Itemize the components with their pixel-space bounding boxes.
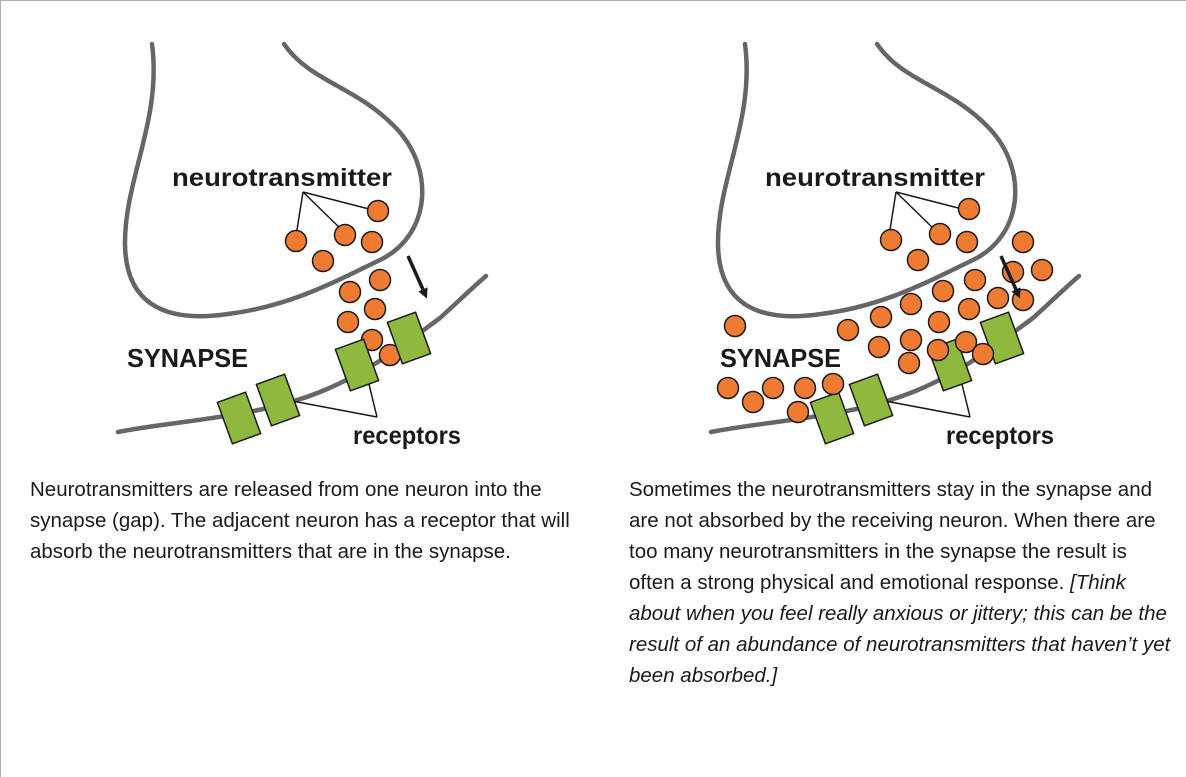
neurotransmitter-molecule [959,199,980,220]
neurotransmitter-molecule [795,378,816,399]
neurotransmitter-molecule [338,312,359,333]
neurotransmitter-molecule [930,224,951,245]
excess-synapse-panel: neurotransmitter SYNAPSE receptors Somet… [593,0,1186,777]
neurotransmitter-molecule [743,392,764,413]
receptors-label: receptors [353,422,461,450]
neurotransmitter-molecule [763,378,784,399]
receptor [256,374,299,426]
neurotransmitter-molecule [869,337,890,358]
neurotransmitter-molecule [1032,260,1053,281]
receptor [217,392,260,444]
neurotransmitter-molecule [933,281,954,302]
receptor [810,392,853,444]
neurotransmitter-molecule [957,232,978,253]
release-arrow [408,256,425,294]
neurotransmitter-molecule [928,340,949,361]
normal-synapse-panel: neurotransmitter SYNAPSE receptors Neuro… [0,0,593,777]
neurotransmitter-molecule [901,330,922,351]
neurotransmitter-molecule [286,231,307,252]
synapse-label: SYNAPSE [127,343,248,373]
neurotransmitter-molecule [313,251,334,272]
neurotransmitter-label: neurotransmitter [172,164,392,192]
neurotransmitter-molecule [370,270,391,291]
neurotransmitter-molecule [881,230,902,251]
neurotransmitter-molecule [823,374,844,395]
neurotransmitter-molecule [725,316,746,337]
neurotransmitter-molecule [368,201,389,222]
normal-synapse-diagram: neurotransmitter SYNAPSE receptors [0,0,593,470]
neurotransmitter-molecule [901,294,922,315]
neurotransmitter-molecule [973,344,994,365]
excess-synapse-caption: Sometimes the neurotransmitters stay in … [629,474,1174,691]
neurotransmitter-molecule [838,320,859,341]
neurotransmitter-molecule [362,232,383,253]
neurotransmitter-molecule [365,299,386,320]
neurotransmitter-molecule [1013,232,1034,253]
receptor [849,374,892,426]
neurotransmitter-molecule [335,225,356,246]
neurotransmitter-molecule [929,312,950,333]
neurotransmitter-molecule [718,378,739,399]
neurotransmitter-molecule [965,270,986,291]
neurotransmitter-molecule [871,307,892,328]
neurotransmitter-pointer-lines [889,192,966,236]
neurotransmitter-molecule [959,299,980,320]
neurotransmitter-molecule [908,250,929,271]
normal-synapse-caption: Neurotransmitters are released from one … [30,474,590,567]
neurotransmitter-label: neurotransmitter [765,164,985,192]
synapse-label: SYNAPSE [720,343,841,373]
excess-synapse-diagram: neurotransmitter SYNAPSE receptors [593,0,1186,470]
neurotransmitter-molecule [340,282,361,303]
neurotransmitter-molecule [988,288,1009,309]
neurotransmitter-molecule [899,353,920,374]
neurotransmitter-molecule [788,402,809,423]
receptors-label: receptors [946,422,1054,450]
neurotransmitter-pointer-lines [296,192,373,236]
